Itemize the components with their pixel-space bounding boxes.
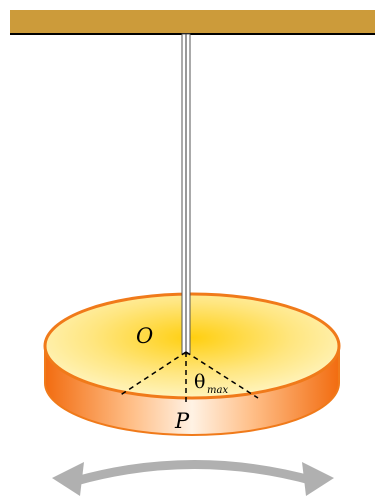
arrow-arc [74, 460, 316, 486]
label-theta-subscript: max [207, 385, 228, 396]
label-center-o: O [136, 324, 153, 348]
label-point-p: P [174, 409, 190, 433]
ceiling [10, 10, 375, 35]
line-center-to-left [118, 351, 187, 397]
disk-top [43, 292, 341, 400]
ceiling-bar [10, 10, 375, 34]
suspension-wire [181, 33, 191, 355]
disk [43, 292, 341, 436]
arrow-head-left [52, 462, 84, 496]
angle-lines [118, 351, 259, 402]
label-theta: θ [194, 371, 205, 393]
arrow-head-right [302, 462, 334, 496]
curved-double-arrow-icon [52, 460, 334, 496]
